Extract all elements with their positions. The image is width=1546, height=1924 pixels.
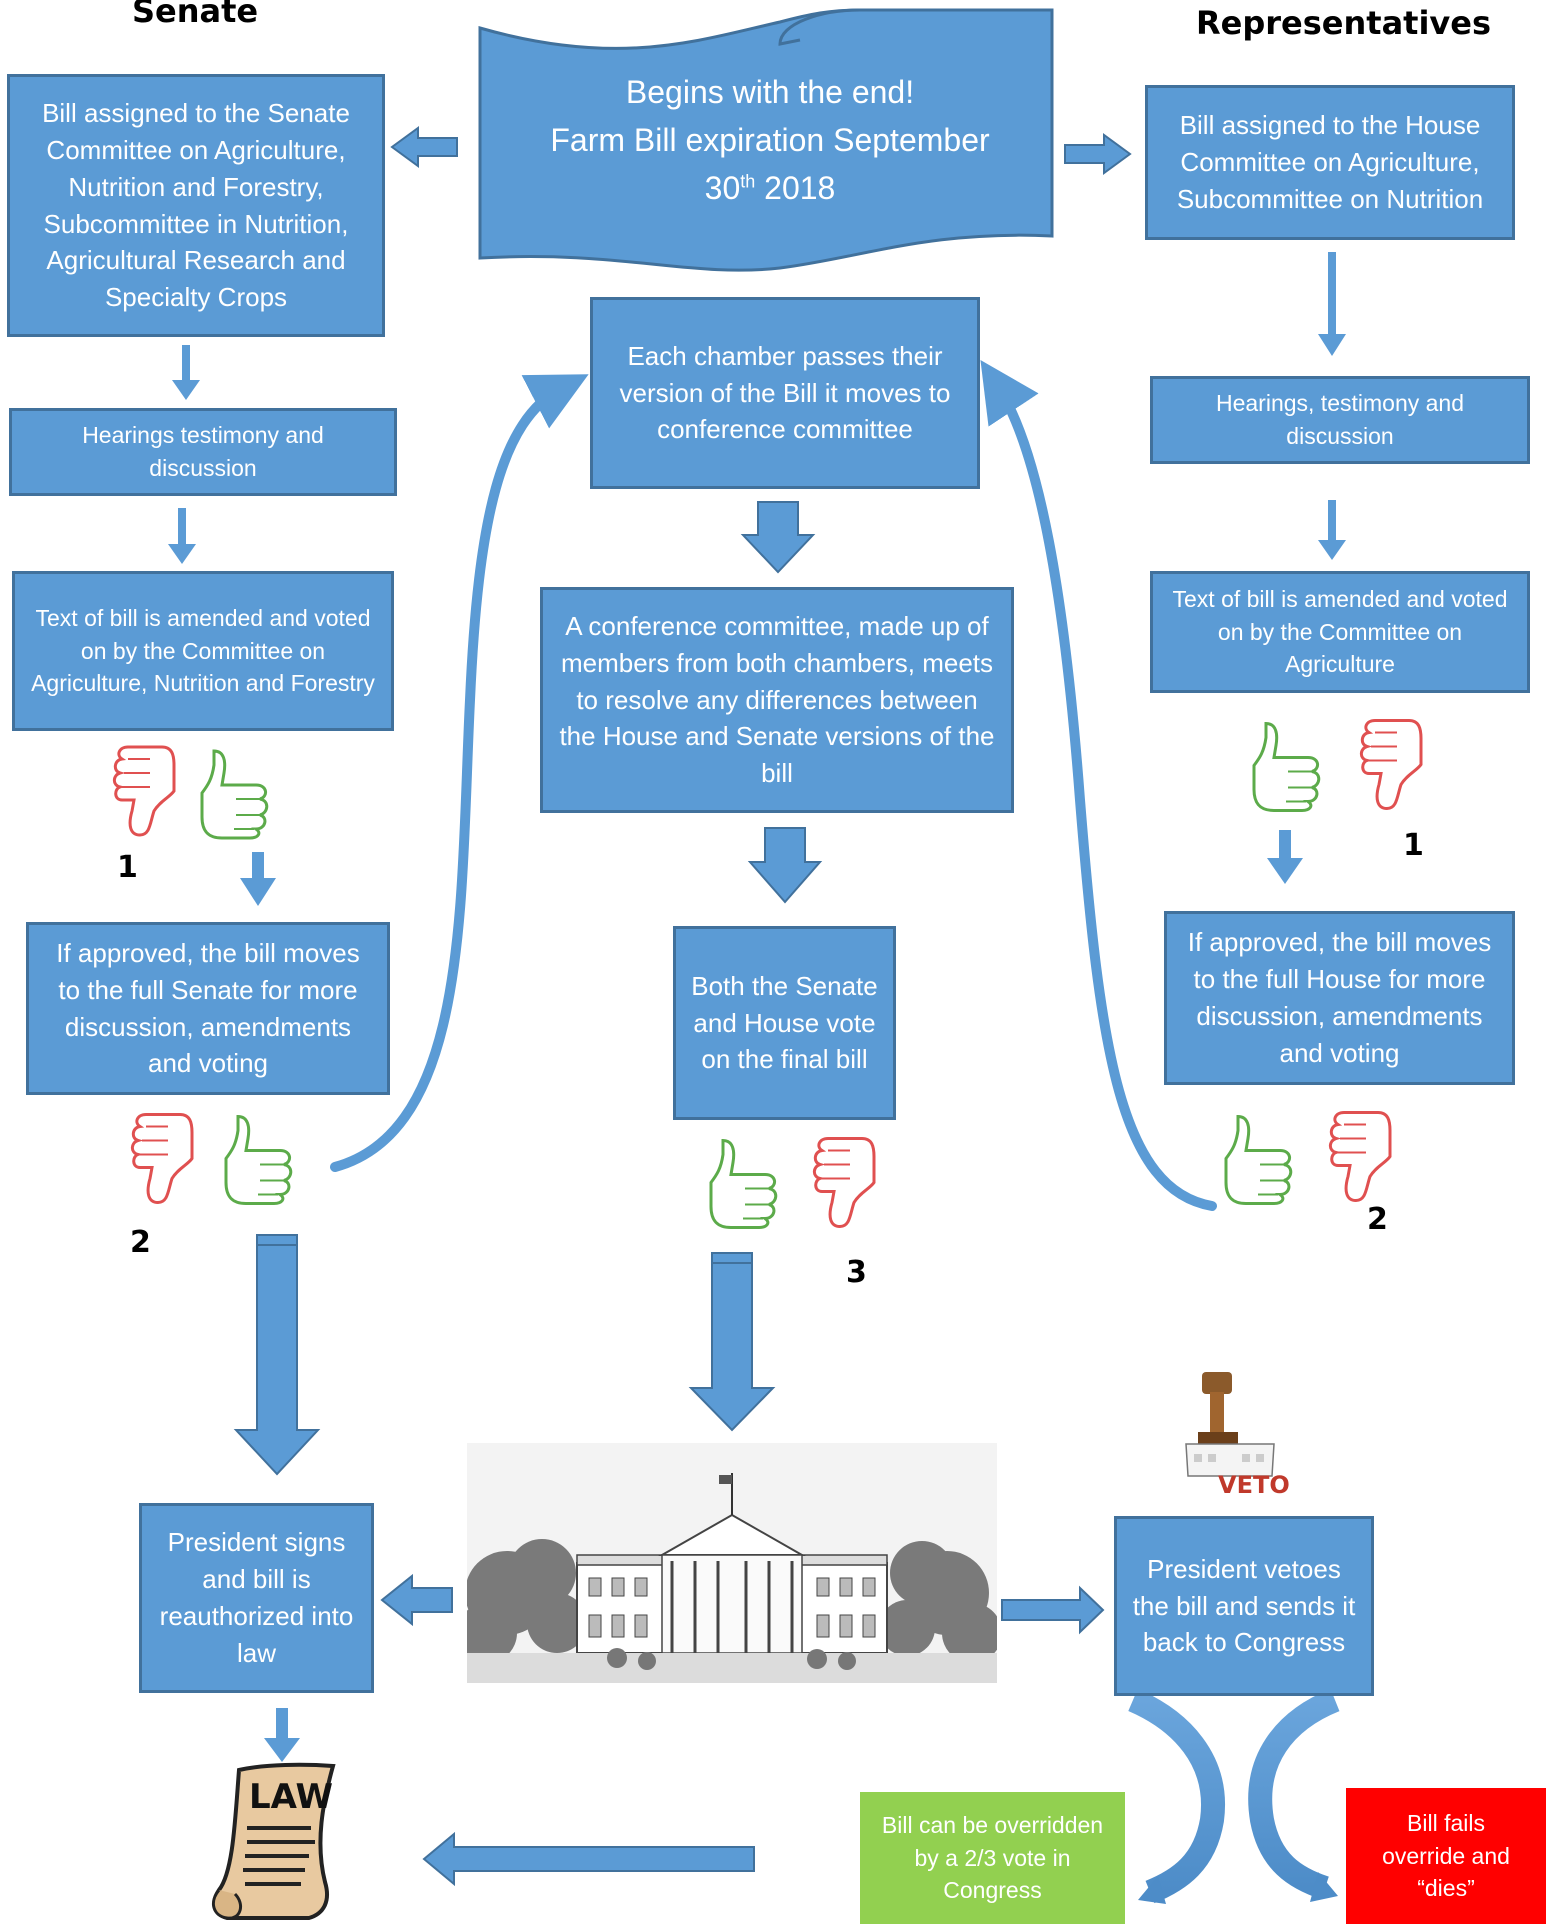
house-thumbs-up-icon-1: [1252, 721, 1321, 812]
senate-amended-box: Text of bill is amended and voted on by …: [12, 571, 394, 731]
house-approved-box: If approved, the bill moves to the full …: [1164, 911, 1515, 1085]
house-hearings-box: Hearings, testimony and discussion: [1150, 376, 1530, 464]
president-vetoes-box: President vetoes the bill and sends it b…: [1114, 1516, 1374, 1696]
senate-thumbs-up-icon-2: [224, 1114, 293, 1205]
representatives-heading: Representatives: [1196, 4, 1492, 42]
senate-thumbs-up-icon-1: [200, 749, 269, 840]
senate-thumbs-down-icon-1: [112, 745, 176, 837]
arrow-to-house: [1064, 133, 1132, 175]
president-signs-box: President signs and bill is reauthorized…: [139, 1503, 374, 1693]
curve-veto-to-success: [1128, 1688, 1226, 1904]
senate-thumbs-down-icon-2: [130, 1113, 194, 1205]
start-date-day: 30: [704, 170, 741, 206]
start-banner-shape: [478, 8, 1054, 272]
start-date-year: 2018: [755, 170, 836, 206]
house-vote-num-1: 1: [1403, 828, 1424, 863]
arrow-senate-to-president: [233, 1234, 321, 1476]
start-line-3: 30th 2018: [705, 164, 836, 212]
arrow-to-vetoes: [1001, 1585, 1105, 1635]
house-assigned-box: Bill assigned to the House Committee on …: [1145, 85, 1515, 240]
passes-box: Each chamber passes their version of the…: [590, 297, 980, 489]
senate-vote-num-1: 1: [117, 850, 138, 885]
start-date-suffix: th: [740, 171, 756, 192]
house-thumbs-up-icon-2: [1224, 1114, 1293, 1205]
house-amended-box: Text of bill is amended and voted on by …: [1150, 571, 1530, 693]
arrow-center-2: [747, 827, 823, 904]
center-thumbs-down-icon: [812, 1137, 876, 1229]
law-scroll-icon: LAW: [211, 1762, 336, 1920]
start-banner: Begins with the end! Farm Bill expiratio…: [510, 60, 1030, 220]
senate-hearings-box: Hearings testimony and discussion: [9, 408, 397, 496]
start-line-2: Farm Bill expiration September: [550, 122, 990, 158]
curve-veto-to-fail: [1248, 1688, 1340, 1900]
center-vote-num-3: 3: [846, 1255, 867, 1290]
law-scroll-text: LAW: [249, 1777, 333, 1817]
final-vote-box: Both the Senate and House vote on the fi…: [673, 926, 896, 1120]
senate-approved-box: If approved, the bill moves to the full …: [26, 922, 390, 1095]
senate-heading: Senate: [132, 0, 259, 30]
house-thumbs-down-icon-2: [1328, 1111, 1392, 1203]
start-line-1: Begins with the end!: [625, 74, 915, 110]
override-fail-box: Bill fails override and “dies”: [1346, 1788, 1546, 1924]
arrow-to-senate: [390, 126, 458, 168]
veto-stamp-text: VETO: [1218, 1471, 1290, 1495]
veto-stamp-icon: VETO: [1185, 1372, 1290, 1495]
senate-assigned-box: Bill assigned to the Senate Committee on…: [7, 74, 385, 337]
senate-vote-num-2: 2: [130, 1225, 151, 1260]
arrow-override-to-law: [422, 1831, 755, 1887]
curve-house-to-passes: [980, 359, 1217, 1211]
house-thumbs-down-icon-1: [1359, 719, 1423, 811]
arrow-center-1: [740, 501, 816, 574]
house-vote-num-2: 2: [1367, 1202, 1388, 1237]
curve-senate-to-passes: [330, 374, 589, 1172]
center-thumbs-up-icon: [709, 1138, 778, 1229]
arrow-conference-to-whitehouse: [688, 1252, 776, 1432]
white-house-sketch: [467, 1443, 997, 1683]
conference-box: A conference committee, made up of membe…: [540, 587, 1014, 813]
override-success-box: Bill can be overridden by a 2/3 vote in …: [860, 1792, 1125, 1924]
arrow-to-signs: [380, 1573, 453, 1627]
